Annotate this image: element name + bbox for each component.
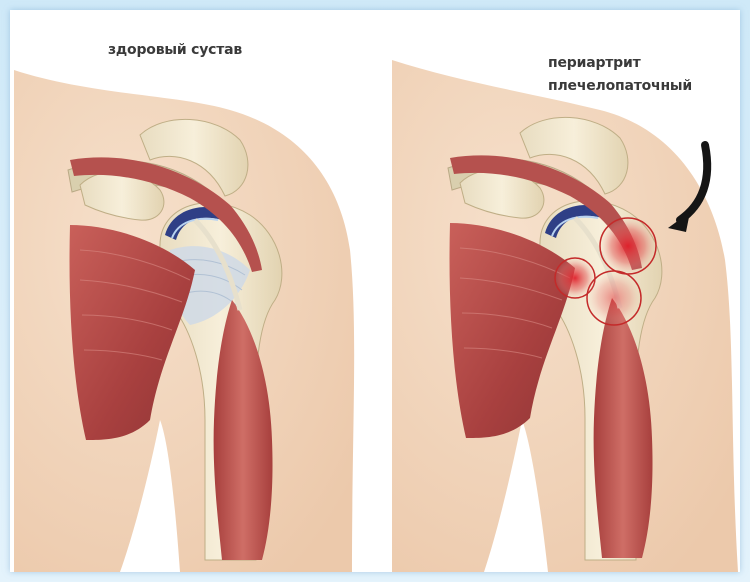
- healthy-joint-label: здоровый сустав: [108, 42, 242, 58]
- periarthritis-label: периартрит плечелопаточный: [548, 52, 692, 98]
- periarthritis-label-line2: плечелопаточный: [548, 75, 692, 98]
- inflammation-circle-icon: [600, 218, 656, 274]
- periarthritis-label-line1: периартрит: [548, 52, 692, 75]
- inflammation-circle-icon: [587, 271, 641, 325]
- healthy-shoulder: [14, 70, 354, 572]
- affected-shoulder: [392, 60, 738, 572]
